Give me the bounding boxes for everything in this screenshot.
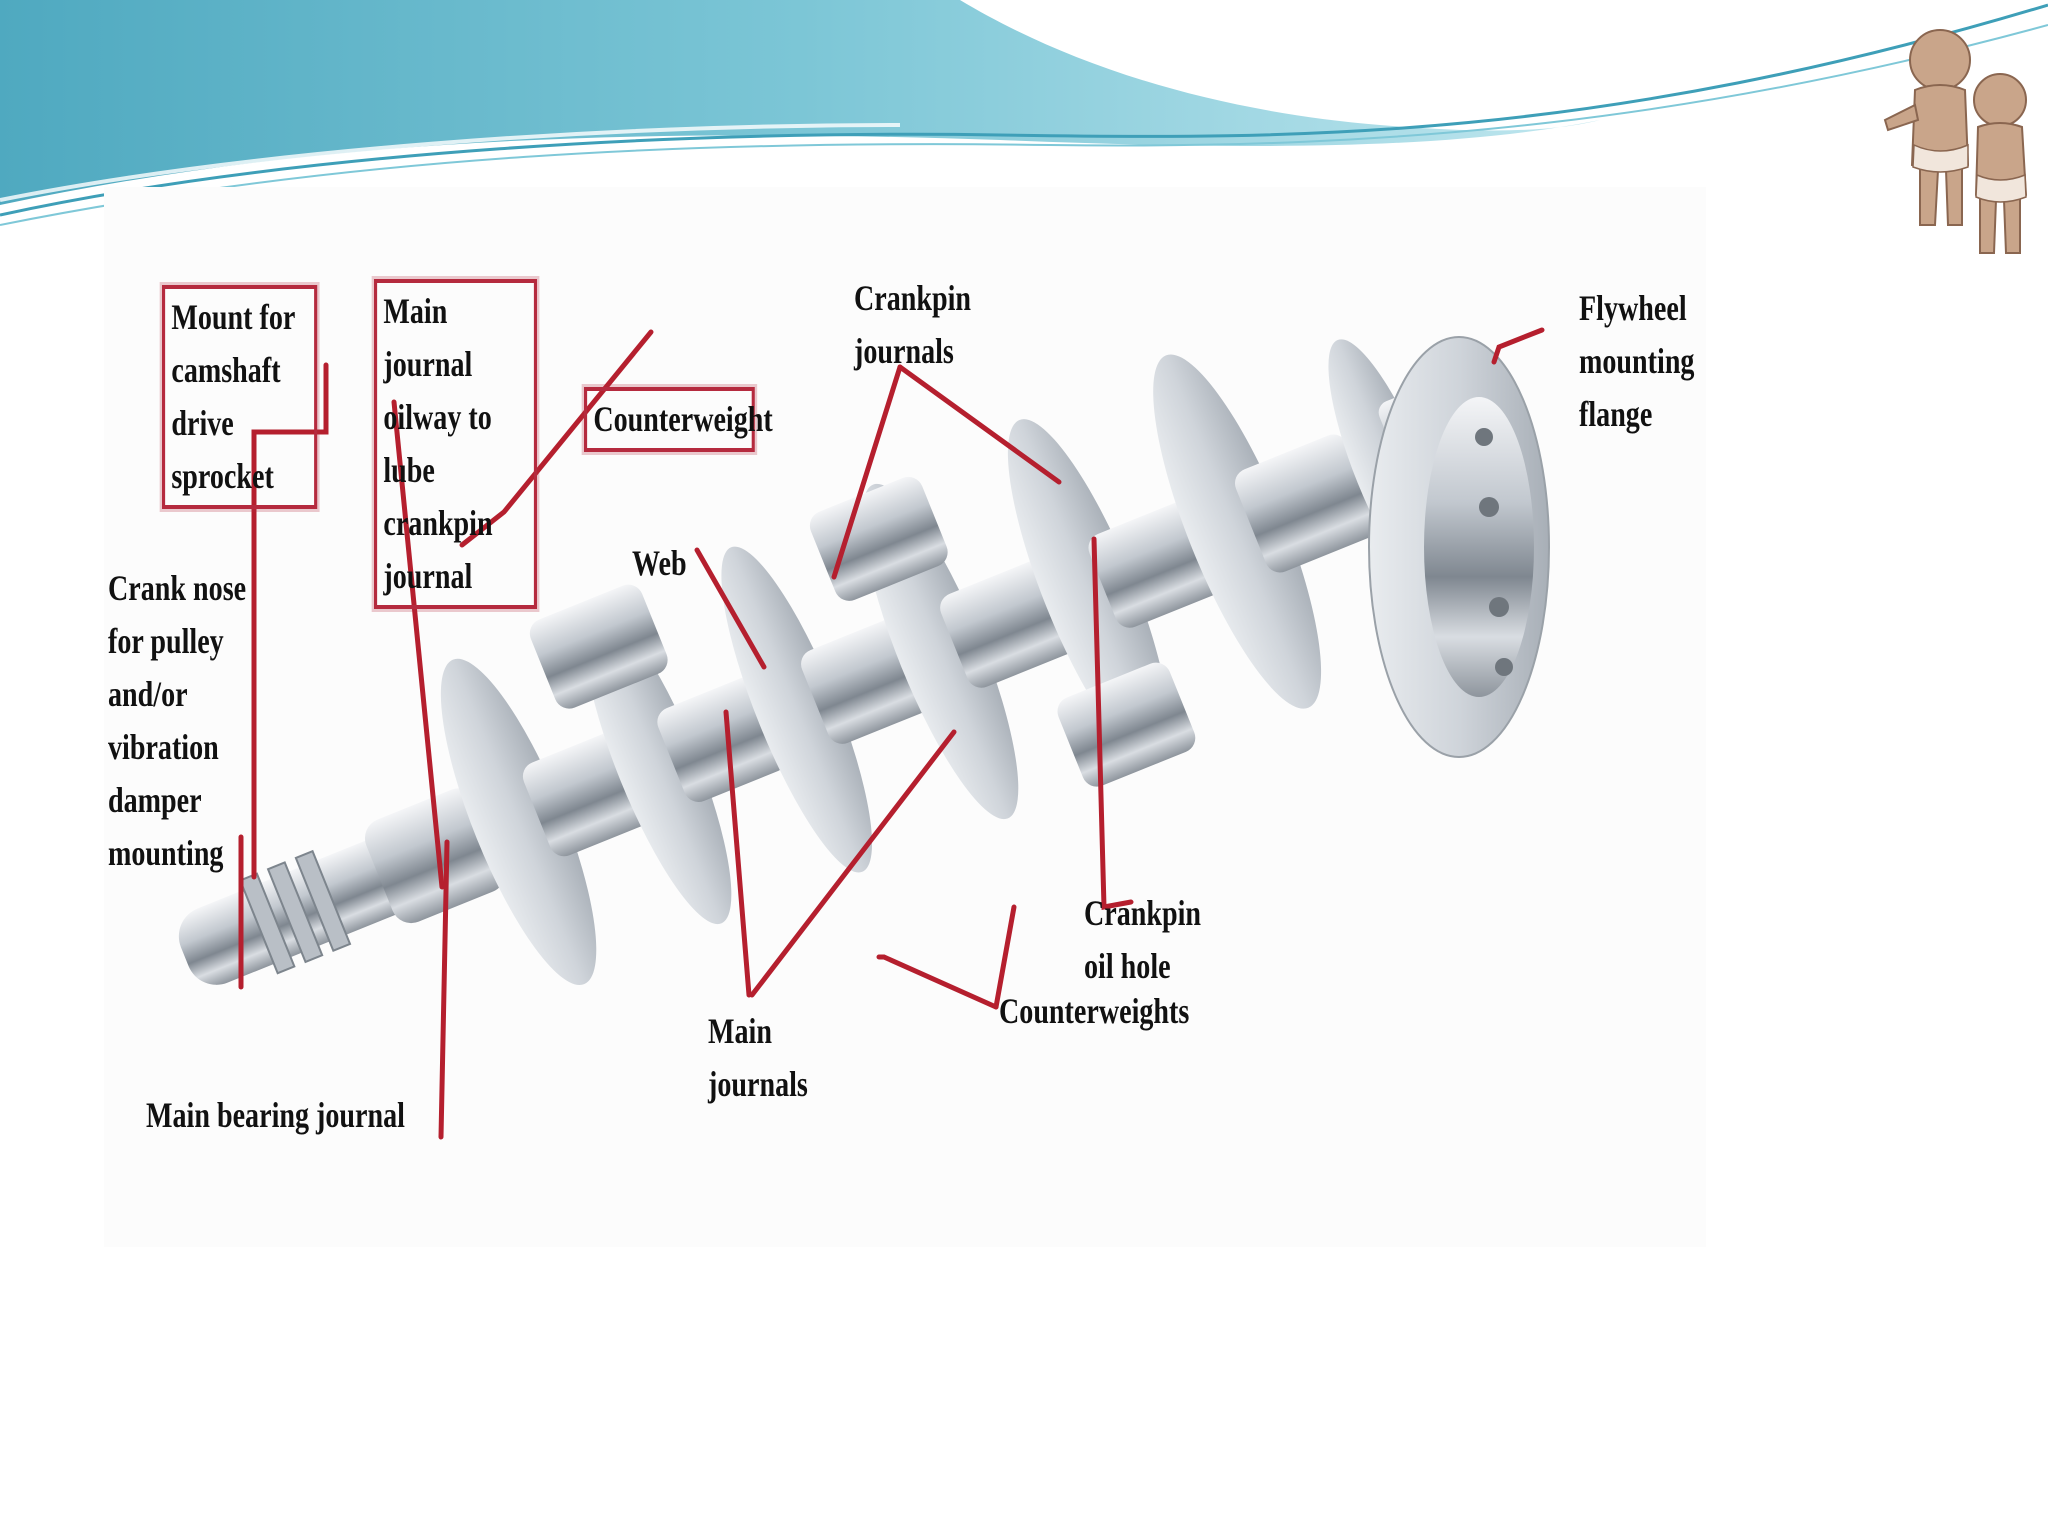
label-crank-nose: Crank nose for pulley and/or vibration d… — [108, 568, 247, 873]
label-counterweight: Counterweight — [584, 387, 773, 452]
label-main-journal-oilway: Main journal oilway to lube crankpin jou… — [374, 279, 538, 609]
label-mount-camshaft-sprocket: Mount for camshaft drive sprocket — [162, 285, 318, 509]
crankshaft-diagram: Mount for camshaft drive sprocket Main j… — [104, 187, 1706, 1247]
label-flywheel-mounting-flange: Flywheel mounting flange — [1579, 288, 1695, 434]
two-toddlers-figure-icon — [1883, 29, 2028, 254]
flywheel-flange — [1368, 336, 1550, 758]
label-counterweights: Counterweights — [999, 991, 1190, 1031]
crankshaft-illustration — [178, 327, 1550, 1140]
label-crankpin-journals: Crankpin journals — [854, 278, 972, 371]
wave-header-decoration — [0, 0, 2048, 226]
label-web: Web — [632, 543, 687, 583]
label-crankpin-oil-hole: Crankpin oil hole — [1084, 893, 1202, 986]
label-main-journals: Main journals — [708, 1011, 808, 1104]
leader-lines — [238, 327, 1545, 1140]
label-main-bearing-journal: Main bearing journal — [146, 1095, 405, 1135]
